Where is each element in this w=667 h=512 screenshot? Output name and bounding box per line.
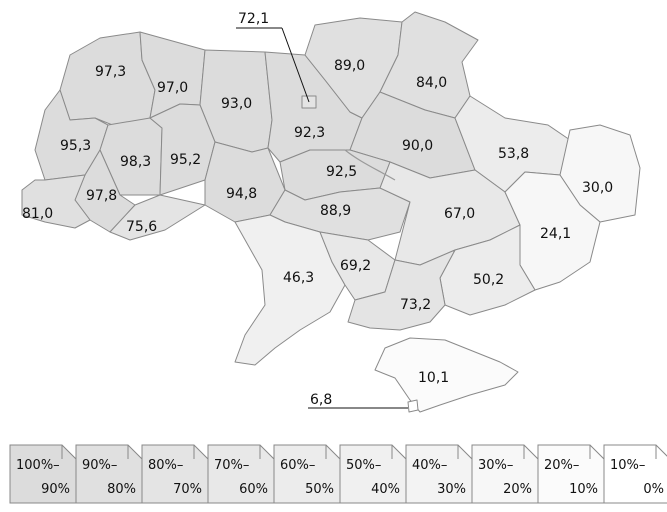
legend-item: 20%– 10% [537,444,605,504]
region-kherson [347,249,456,331]
dnipro-river [344,149,396,181]
legend-item: 50%– 40% [339,444,407,504]
label-crimea: 10,1 [418,370,449,386]
label-khmelnytskyi: 95,2 [170,152,201,168]
legend-range-top: 100%– [16,458,60,473]
legend-item: 40%– 30% [405,444,473,504]
region-sevastopol [407,399,419,413]
label-vinnytsia: 94,8 [226,186,257,202]
label-mykolaiv: 69,2 [340,258,371,274]
label-kyiv-oblast: 92,3 [294,125,325,141]
value-labels-layer: 97,3 97,0 93,0 92,3 72,1 89,0 84,0 95,3 … [22,11,613,408]
label-zakarpattia: 81,0 [22,206,53,222]
legend-item: 10%– 0% [603,444,667,504]
legend-range-bottom: 0% [643,482,664,497]
legend-range-top: 50%– [346,458,381,473]
legend-range-bottom: 60% [239,482,268,497]
label-ternopil: 98,3 [120,154,151,170]
label-kyiv-city: 72,1 [238,11,269,27]
legend-range-bottom: 70% [173,482,202,497]
legend-item: 60%– 50% [273,444,341,504]
legend-range-bottom: 20% [503,482,532,497]
label-sumy: 84,0 [416,75,447,91]
legend-range-bottom: 10% [569,482,598,497]
label-kharkiv: 53,8 [498,146,529,162]
legend-range-bottom: 50% [305,482,334,497]
label-kherson: 73,2 [400,297,431,313]
legend-item: 30%– 20% [471,444,539,504]
legend-range-top: 30%– [478,458,513,473]
region-crimea [374,337,519,413]
label-chernihiv: 89,0 [334,58,365,74]
legend-item: 90%– 80% [75,444,143,504]
legend-range-top: 80%– [148,458,183,473]
legend-item: 80%– 70% [141,444,209,504]
label-sevastopol: 6,8 [310,392,332,408]
legend-range-bottom: 40% [371,482,400,497]
legend: 100%– 90% 90%– 80% 80%– 70% 70%– 60% 60%– 50% 50%–… [9,444,667,504]
legend-range-top: 40%– [412,458,447,473]
label-zaporizhzhia: 50,2 [473,272,504,288]
legend-range-top: 90%– [82,458,117,473]
legend-range-bottom: 90% [41,482,70,497]
label-dnipropetrovsk: 67,0 [444,206,475,222]
legend-range-top: 10%– [610,458,645,473]
legend-range-top: 60%– [280,458,315,473]
regions-layer [21,11,641,413]
label-cherkasy: 92,5 [326,164,357,180]
label-luhansk: 30,0 [582,180,613,196]
legend-range-top: 20%– [544,458,579,473]
label-donetsk: 24,1 [540,226,571,242]
label-chernivtsi: 75,6 [126,219,157,235]
label-volyn: 97,3 [95,64,126,80]
label-lviv: 95,3 [60,138,91,154]
label-poltava: 90,0 [402,138,433,154]
legend-range-bottom: 80% [107,482,136,497]
label-odesa: 46,3 [283,270,314,286]
label-rivne: 97,0 [157,80,188,96]
region-zakarpattia [21,174,91,229]
legend-item: 100%– 90% [9,444,77,504]
label-ivano-frankivsk: 97,8 [86,188,117,204]
region-odesa [234,214,346,366]
legend-item: 70%– 60% [207,444,275,504]
legend-range-bottom: 30% [437,482,466,497]
label-zhytomyr: 93,0 [221,96,252,112]
leader-kyiv-city-diagonal [281,27,310,103]
label-kirovohrad: 88,9 [320,203,351,219]
region-chernivtsi [109,194,206,241]
legend-swatch [603,444,667,504]
legend-range-top: 70%– [214,458,249,473]
